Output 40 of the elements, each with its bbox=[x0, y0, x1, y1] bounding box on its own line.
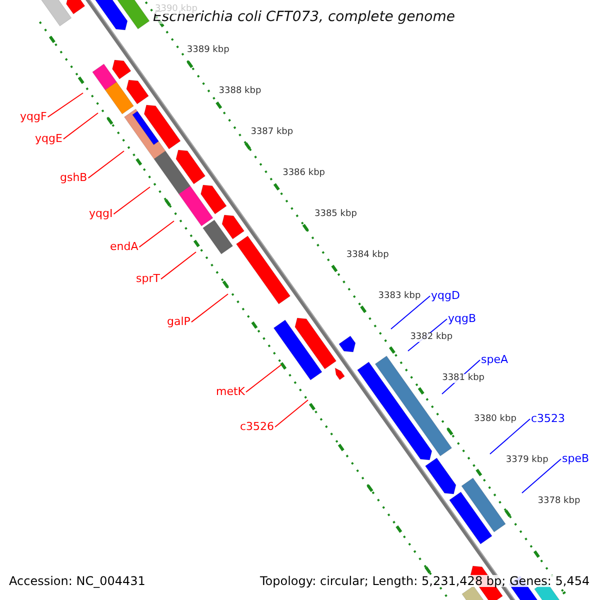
gene-label: yqgF bbox=[20, 111, 47, 122]
scale-label: 3385 kbp bbox=[314, 210, 357, 219]
gene-label: yqgI bbox=[89, 208, 113, 219]
scale-label: 3379 kbp bbox=[506, 456, 548, 465]
leader-line bbox=[390, 296, 430, 330]
leader-line bbox=[138, 220, 174, 248]
accession-text: Accession: NC_004431 bbox=[9, 575, 146, 587]
gene-label: sprT bbox=[136, 273, 160, 284]
gene-label: yqgE bbox=[35, 133, 62, 144]
genome-info-text: Topology: circular; Length: 5,231,428 bp; Genes: 5,454 bbox=[260, 575, 590, 587]
leader-line bbox=[246, 364, 282, 393]
scale-label: 3378 kbp bbox=[538, 497, 580, 506]
leader-line bbox=[160, 252, 196, 280]
gene-label: c3526 bbox=[240, 421, 274, 432]
gene-label: speB bbox=[562, 453, 590, 464]
scale-label: 3389 kbp bbox=[186, 46, 230, 55]
scale-label: 3381 kbp bbox=[442, 374, 484, 383]
scale-label: 3384 kbp bbox=[346, 251, 389, 260]
leader-line bbox=[88, 150, 124, 179]
scale-label: 3387 kbp bbox=[250, 128, 294, 137]
scale-label: 3380 kbp bbox=[474, 415, 516, 424]
gene-label: metK bbox=[216, 386, 246, 397]
gene-label: endA bbox=[110, 241, 138, 252]
leader-line bbox=[190, 294, 228, 323]
gene-label: yqgD bbox=[431, 290, 460, 301]
scale-label: 3386 kbp bbox=[282, 169, 325, 178]
gene-label: galP bbox=[167, 316, 190, 327]
leader-line bbox=[522, 458, 562, 494]
leader-line bbox=[274, 400, 308, 428]
scale-label: 3388 kbp bbox=[218, 87, 262, 96]
scale-label: 3383 kbp bbox=[378, 292, 421, 301]
leader-line bbox=[490, 418, 530, 454]
leader-line bbox=[113, 186, 150, 215]
gene-label: yqgB bbox=[448, 313, 476, 324]
gene-label: gshB bbox=[60, 172, 88, 183]
leader-line bbox=[47, 92, 84, 118]
scale-label: 3382 kbp bbox=[410, 333, 453, 342]
leader-line bbox=[62, 112, 98, 140]
gene-label: speA bbox=[481, 354, 508, 365]
gene-label: c3523 bbox=[531, 413, 566, 424]
